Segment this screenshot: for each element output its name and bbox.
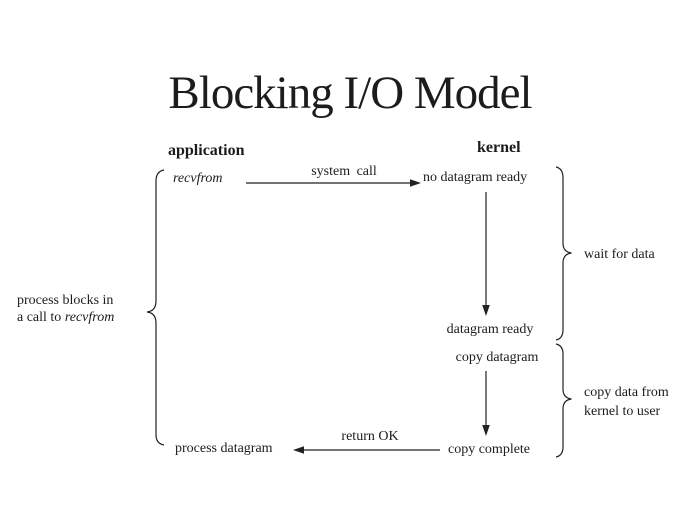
wait-for-data-brace	[555, 166, 572, 341]
wait-for-data-annotation: wait for data	[584, 247, 655, 262]
return-ok-arrow	[293, 446, 440, 454]
copy-data-brace	[555, 343, 572, 458]
process-blocks-annotation-line2-prefix: a call to	[17, 310, 65, 325]
copy-datagram-arrow	[482, 371, 490, 436]
system-call-arrow	[246, 179, 421, 187]
application-column-header: application	[168, 142, 245, 159]
process-blocks-annotation-recvfrom: recvfrom	[64, 310, 115, 325]
diagram-title: Blocking I/O Model	[168, 67, 532, 119]
process-blocks-brace	[146, 169, 165, 446]
process-blocks-annotation: process blocks in a call to recvfrom	[17, 292, 114, 326]
copy-data-annotation-line2: kernel to user	[584, 404, 661, 419]
system-call-arrow-label: system call	[311, 164, 377, 179]
process-datagram-label: process datagram	[175, 441, 273, 456]
recvfrom-label: recvfrom	[173, 171, 223, 186]
wait-for-data-arrow	[482, 192, 490, 316]
no-datagram-ready-label: no datagram ready	[423, 170, 528, 185]
copy-complete-label: copy complete	[448, 442, 531, 457]
datagram-ready-label: datagram ready	[446, 322, 534, 337]
copy-data-annotation-line1: copy data from	[584, 385, 669, 400]
kernel-column-header: kernel	[477, 139, 521, 156]
copy-data-annotation: copy data from kernel to user	[584, 383, 669, 421]
process-blocks-annotation-line1: process blocks in	[17, 293, 114, 308]
return-ok-arrow-label: return OK	[341, 429, 399, 444]
copy-datagram-label: copy datagram	[455, 350, 539, 365]
